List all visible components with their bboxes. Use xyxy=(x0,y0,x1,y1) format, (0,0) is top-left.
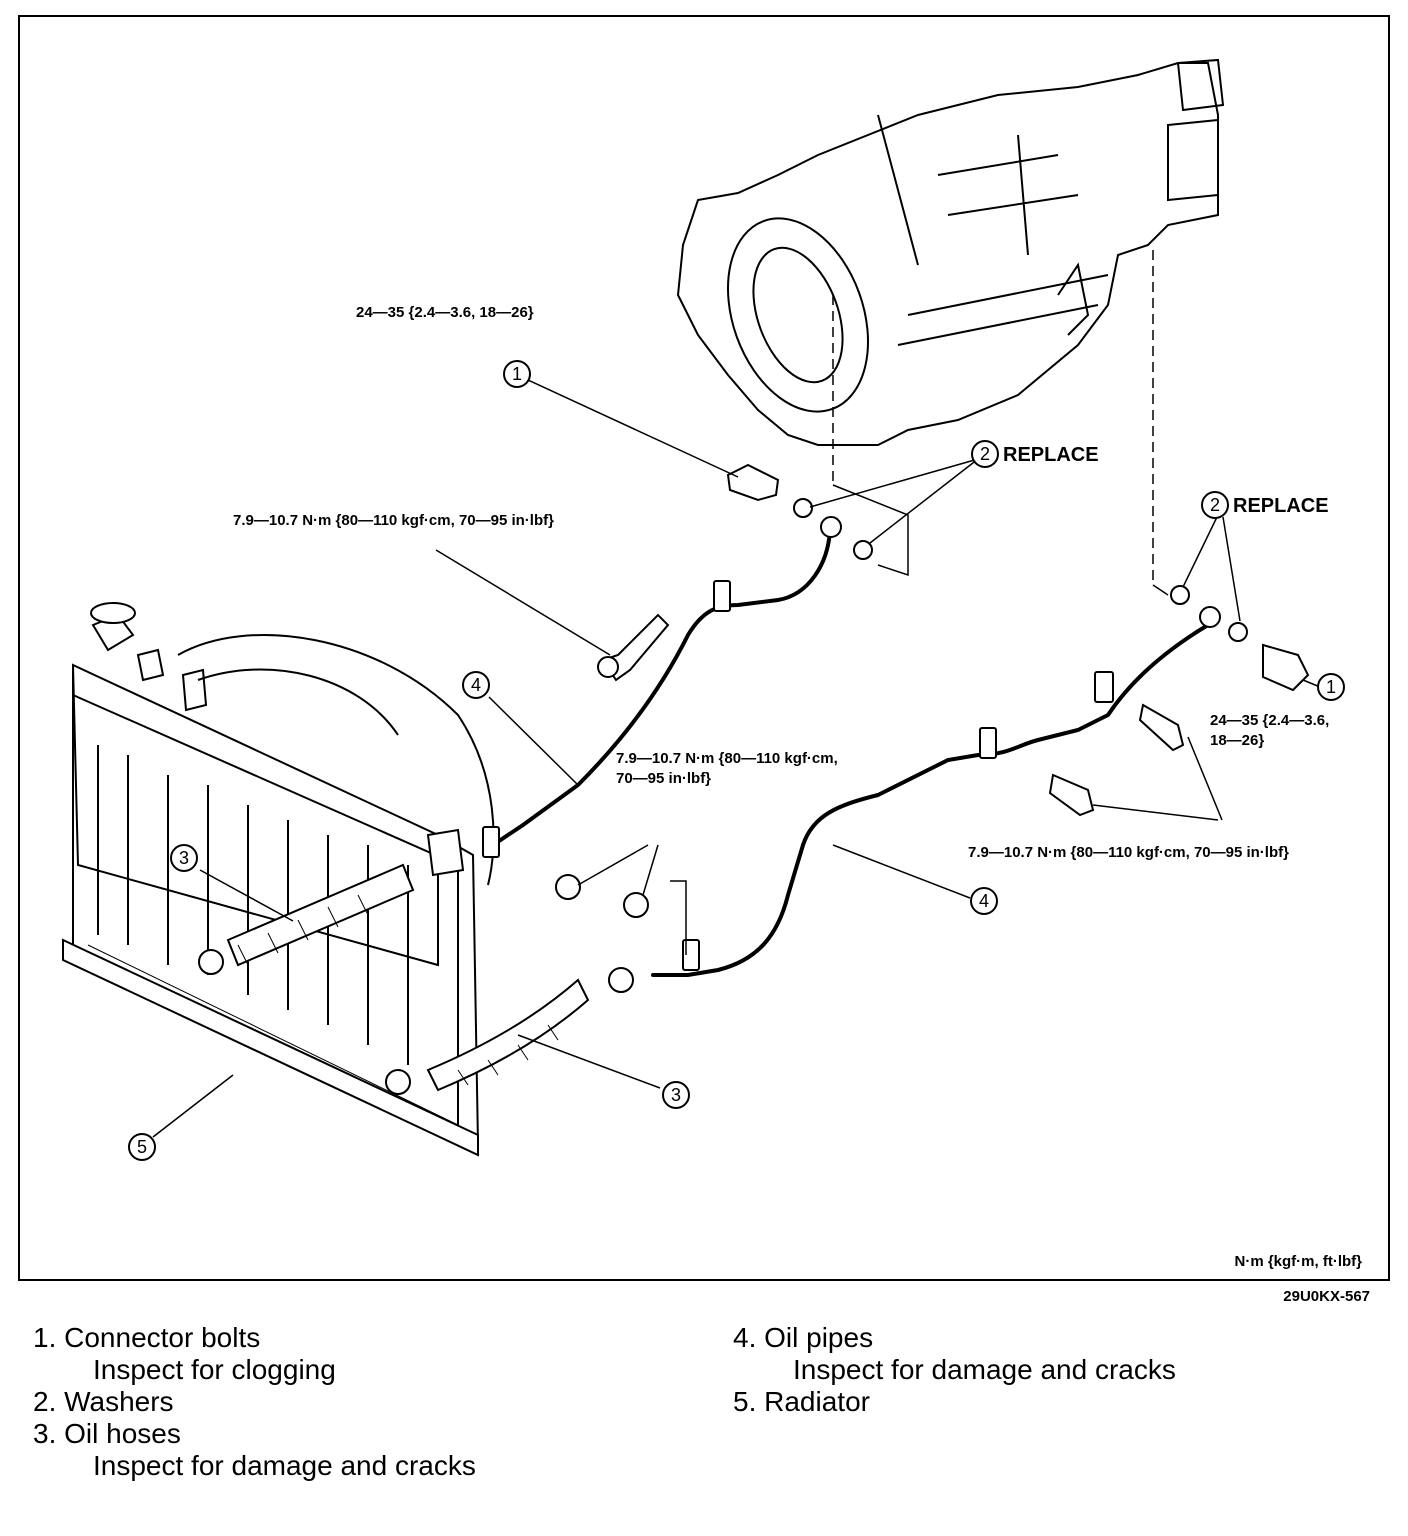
svg-text:4: 4 xyxy=(471,675,481,695)
legend-item-2: 2. Washers xyxy=(33,1386,174,1417)
svg-text:1: 1 xyxy=(1326,677,1336,697)
svg-text:3: 3 xyxy=(179,848,189,868)
svg-text:2: 2 xyxy=(980,444,990,464)
legend-item-3-note: Inspect for damage and cracks xyxy=(93,1450,476,1481)
svg-text:4: 4 xyxy=(979,891,989,911)
legend-item-1: 1. Connector bolts xyxy=(33,1322,261,1353)
units-note: N·m {kgf·m, ft·lbf} xyxy=(1235,1253,1363,1270)
legend-item-3: 3. Oil hoses xyxy=(33,1418,181,1449)
part-marker-3-bottom: 3 xyxy=(662,1081,690,1109)
legend-item-4-note: Inspect for damage and cracks xyxy=(793,1354,1176,1385)
torque-label-center-line1: 7.9—10.7 N·m {80—110 kgf·cm, xyxy=(616,750,838,767)
replace-label-top: REPLACE xyxy=(1003,444,1099,466)
torque-label-bolt-top: 24—35 {2.4—3.6, 18—26} xyxy=(356,304,534,321)
oil-hoses xyxy=(198,863,634,1095)
diagram-border xyxy=(18,15,1390,1281)
part-marker-4-right: 4 xyxy=(970,887,998,915)
figure-id: 29U0KX-567 xyxy=(1283,1288,1370,1305)
torque-label-upper-left: 7.9—10.7 N·m {80—110 kgf·cm, 70—95 in·lb… xyxy=(233,512,554,529)
svg-text:3: 3 xyxy=(671,1085,681,1105)
legend-item-1-note: Inspect for clogging xyxy=(93,1354,336,1385)
oil-cooler-diagram: 1 1 2 2 3 3 4 4 5 24—35 {2.4—3.6, 18—26}… xyxy=(18,15,1390,1281)
part-marker-4-left: 4 xyxy=(462,671,490,699)
torque-label-bolt-right-line1: 24—35 {2.4—3.6, xyxy=(1210,712,1329,729)
replace-label-right: REPLACE xyxy=(1233,495,1329,517)
part-marker-5: 5 xyxy=(128,1133,156,1161)
part-marker-2-top: 2 xyxy=(971,440,999,468)
transmission-illustration xyxy=(676,58,1225,446)
oil-pipes xyxy=(491,528,1210,977)
bolts-and-washers xyxy=(555,463,1310,918)
torque-label-lower-right: 7.9—10.7 N·m {80—110 kgf·cm, 70—95 in·lb… xyxy=(968,844,1289,861)
diagram-frame: 1 1 2 2 3 3 4 4 5 24—35 {2.4—3.6, 18—26}… xyxy=(18,15,1390,1281)
part-marker-3-left: 3 xyxy=(170,844,198,872)
part-marker-2-right: 2 xyxy=(1201,491,1229,519)
guide-lines xyxy=(832,484,1169,596)
pipe-fittings xyxy=(482,516,1221,971)
svg-text:1: 1 xyxy=(512,364,522,384)
svg-text:2: 2 xyxy=(1210,495,1220,515)
torque-label-bolt-right-line2: 18—26} xyxy=(1210,732,1264,749)
legend-right-column: 4. Oil pipes Inspect for damage and crac… xyxy=(733,1322,1176,1418)
legend-item-5: 5. Radiator xyxy=(733,1386,870,1417)
torque-label-center-line2: 70—95 in·lbf} xyxy=(616,770,711,787)
callout-leader-lines xyxy=(152,379,1321,1138)
svg-text:5: 5 xyxy=(137,1137,147,1157)
legend-item-4: 4. Oil pipes xyxy=(733,1322,874,1353)
part-marker-1-right: 1 xyxy=(1317,673,1345,701)
dashed-leader-lines xyxy=(832,250,1154,585)
legend-left-column: 1. Connector bolts Inspect for clogging … xyxy=(33,1322,476,1482)
part-marker-1-top: 1 xyxy=(503,360,531,388)
